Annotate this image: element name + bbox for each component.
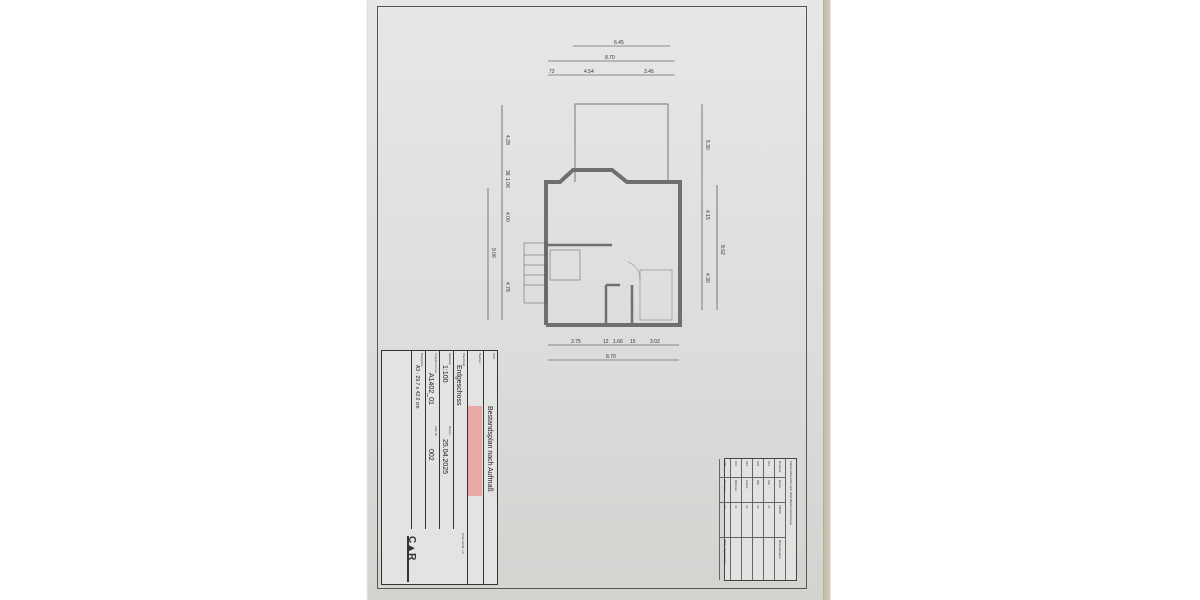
dim-top-4-54: 4.54	[584, 69, 594, 75]
table-cell: 103	[742, 459, 752, 478]
dim-bottom-3-75: 3.75	[571, 339, 581, 345]
plan-title: Bestandsplan nach Aufmaß	[486, 406, 493, 492]
dim-right-4-15: 4.15	[704, 210, 710, 220]
table-cell	[742, 538, 752, 542]
table-cell: Küche	[742, 478, 752, 503]
room-table-title: Flächenübersicht nach Wohnflächenverordn…	[785, 459, 796, 580]
dim-left-9-06: 9.06	[490, 248, 496, 258]
project-row: Projektnummer A1402_01 Plan-Nr. 002	[425, 351, 439, 529]
scale-value: 1:100	[441, 365, 448, 383]
table-cell: m²	[731, 503, 741, 538]
content-value: Erdgeschoss	[455, 365, 462, 406]
dim-bottom-8-70: 8.70	[606, 354, 616, 360]
table-cell: Flur	[764, 478, 774, 503]
title-block: Plan Bestandsplan nach Aufmaß Bauherr Pl…	[381, 350, 498, 585]
redacted-client	[468, 406, 482, 496]
header-number: Nummer	[775, 459, 785, 478]
project-value: A1402_01	[427, 373, 434, 405]
project-label: Projektnummer	[434, 353, 438, 374]
dim-right-8-62: 8.62	[719, 245, 725, 255]
dim-top-6-45: 6.45	[614, 40, 624, 46]
client-label: Bauherr	[478, 353, 482, 364]
dim-top-72: 72	[549, 69, 555, 75]
dim-right-4-30: 4.30	[704, 273, 710, 283]
scale-date-row: Maßstab 1:100 Datum 25.04.2025	[439, 351, 453, 529]
dim-top-3-45: 3.45	[644, 69, 654, 75]
dim-right-5-30: 5.30	[704, 140, 710, 150]
dim-bottom-12: 12	[603, 339, 609, 345]
table-surface	[818, 0, 1200, 600]
sheet-row: Blattgröße A3 - 29.7 x 42.0 cm	[411, 351, 425, 529]
background	[0, 0, 372, 600]
plan-no-label: Plan-Nr.	[434, 426, 438, 437]
table-cell: Terrasse	[720, 478, 730, 503]
company-logo: C▲R	[349, 536, 419, 591]
drawing-frame	[377, 6, 807, 589]
room-area-table: Flächenübersicht nach Wohnflächenverordn…	[719, 458, 797, 581]
plan-label: Plan	[492, 353, 496, 360]
table-cell: m²	[720, 503, 730, 538]
client-row: Bauherr	[467, 351, 483, 584]
table-cell: WC	[753, 478, 763, 503]
dim-bottom-1-66: 1.66	[613, 339, 623, 345]
table-cell: Wohnen	[731, 478, 741, 503]
dim-left-4-00: 4.00	[504, 212, 510, 222]
table-cell: m²	[764, 503, 774, 538]
table-cell: m²	[742, 503, 752, 538]
content-row: Planinhalt Erdgeschoss	[453, 351, 467, 529]
room-table-title-text: Flächenübersicht nach Wohnflächenverordn…	[789, 461, 793, 525]
dim-left-4-78: 4.78	[504, 282, 510, 292]
date-label: Datum	[448, 426, 452, 435]
dim-bottom-15: 15	[630, 339, 636, 345]
header-notes: Bemerkungen	[778, 540, 782, 559]
header-area: Fläche	[775, 503, 785, 538]
table-cell	[731, 538, 741, 542]
sheet-value: A3 - 29.7 x 42.0 cm	[414, 365, 420, 409]
table-cell: m²	[753, 503, 763, 538]
room-table-header: Nummer Name Fläche Bemerkungen	[774, 459, 785, 580]
svg-text:C▲R: C▲R	[406, 536, 417, 561]
table-cell: 101	[764, 459, 774, 478]
table-cell: 102	[753, 459, 763, 478]
table-cell: 105	[720, 459, 730, 478]
sheet-label: Blattgröße	[420, 353, 424, 367]
interior-walls	[548, 243, 634, 323]
dim-left-36: 36	[504, 170, 510, 176]
dim-left-4-28: 4.28	[504, 135, 510, 145]
stairs	[523, 242, 581, 304]
dim-bottom-3-02: 3.02	[650, 339, 660, 345]
dim-top-8-70: 8.70	[605, 55, 615, 61]
kitchen	[627, 261, 673, 321]
content-label: Planinhalt	[462, 353, 466, 367]
plan-row: Plan Bestandsplan nach Aufmaß	[483, 351, 497, 584]
plan-no-value: 002	[427, 449, 434, 461]
terrace	[574, 103, 669, 182]
header-name: Name	[775, 478, 785, 503]
table-cell	[753, 538, 763, 542]
exterior-walls	[544, 168, 682, 327]
table-cell	[764, 538, 774, 542]
table-cell: 104	[731, 459, 741, 478]
dim-left-1-06: 1.06	[504, 178, 510, 188]
scale-label: Maßstab	[448, 353, 452, 365]
date-value: 25.04.2025	[441, 439, 448, 475]
dimension-lines	[487, 45, 718, 361]
table-cell: 50% angerechnet	[723, 540, 727, 564]
signature-label: Unterschrift, i.A.	[461, 533, 465, 555]
